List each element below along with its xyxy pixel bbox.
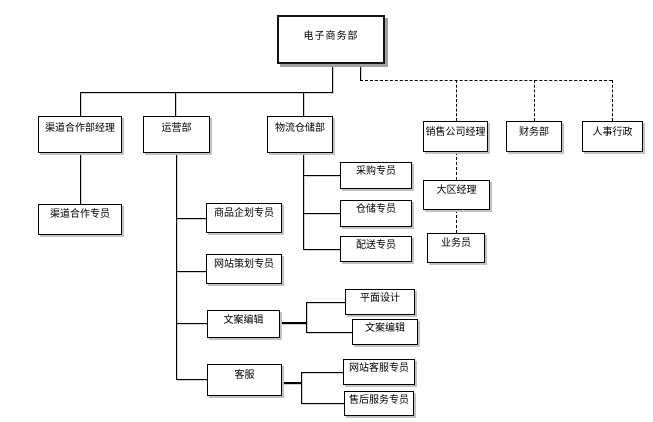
connector-drop-operations [175, 92, 176, 116]
node-label: 客服 [234, 370, 255, 381]
node-label: 渠道合作部经理 [45, 123, 115, 134]
node-delivery-specialist: 配送专员 [340, 236, 412, 262]
node-channel-coop-specialist: 渠道合作专员 [38, 204, 122, 235]
node-customer-service: 客服 [207, 364, 282, 396]
node-website-planning-specialist: 网站策划专员 [206, 254, 282, 284]
connector-branch-customer-service [176, 379, 207, 380]
node-copy-editor: 文案编辑 [352, 319, 418, 345]
connector-dashed-drop-sales-mgr [456, 80, 457, 121]
node-operations-dept: 运营部 [143, 116, 210, 153]
connector-root-drop [332, 64, 333, 92]
connector-root-drop-right [360, 64, 361, 80]
node-label: 配送专员 [356, 240, 396, 251]
node-ecommerce-dept: 电子商务部 [277, 15, 385, 64]
connector-dashed-drop-hr [612, 80, 613, 121]
connector-branch-web-planning [176, 271, 206, 272]
node-label: 电子商务部 [303, 31, 359, 42]
node-label: 仓储专员 [356, 204, 396, 215]
node-label: 大区经理 [436, 185, 477, 196]
connector-dashed-horizontal [360, 80, 612, 81]
node-channel-coop-manager: 渠道合作部经理 [38, 116, 122, 153]
node-label: 物流仓储部 [275, 123, 325, 134]
node-warehousing-specialist: 仓储专员 [340, 200, 412, 227]
connector-dashed-drop-finance [534, 80, 535, 121]
node-sales-company-manager: 销售公司经理 [423, 121, 488, 152]
node-label: 平面设计 [360, 293, 400, 304]
node-hr-admin-dept: 人事行政 [582, 121, 643, 152]
node-copywriting-editing: 文案编辑 [207, 310, 280, 338]
connector-dashed-regional-to-salesperson [456, 210, 457, 233]
connector-copywriting-stub [280, 322, 307, 324]
connector-main-horizontal [80, 92, 333, 93]
node-label: 文案编辑 [365, 323, 405, 334]
connector-drop-logistics [303, 92, 304, 116]
node-label: 网站客服专员 [349, 363, 409, 374]
connector-copywriting-spine [306, 302, 307, 333]
connector-branch-graphic-design [306, 302, 345, 303]
node-label: 销售公司经理 [425, 127, 486, 138]
node-purchasing-specialist: 采购专员 [340, 162, 412, 189]
node-label: 运营部 [161, 123, 192, 134]
connector-customer-service-spine [301, 372, 302, 404]
node-product-planning-specialist: 商品企划专员 [206, 203, 282, 233]
node-label: 渠道合作专员 [50, 209, 110, 220]
connector-dashed-sales-to-regional [456, 152, 457, 180]
connector-branch-copywriting [176, 323, 207, 324]
node-regional-manager: 大区经理 [423, 180, 490, 210]
node-label: 财务部 [519, 127, 549, 138]
connector-channel-mgr-to-spec [80, 153, 81, 204]
connector-drop-channel-mgr [80, 92, 81, 116]
node-label: 商品企划专员 [214, 208, 274, 219]
node-salesperson: 业务员 [427, 233, 485, 263]
node-label: 采购专员 [356, 166, 396, 177]
connector-branch-after-sales [301, 403, 344, 404]
node-label: 售后服务专员 [349, 395, 409, 406]
connector-customer-service-stub [282, 382, 302, 384]
connector-branch-web-cs [301, 372, 343, 373]
node-label: 业务员 [441, 238, 471, 249]
connector-branch-delivery [303, 249, 340, 250]
connector-branch-warehouse [303, 213, 340, 214]
node-logistics-warehouse-dept: 物流仓储部 [267, 116, 333, 153]
node-after-sales-specialist: 售后服务专员 [344, 391, 414, 416]
connector-branch-purchasing [303, 175, 340, 176]
node-label: 网站策划专员 [214, 259, 274, 270]
connector-branch-copy-editor [306, 332, 352, 333]
node-label: 文案编辑 [223, 315, 264, 326]
connector-branch-product-planning [176, 218, 206, 219]
connector-logistics-spine [303, 153, 304, 249]
node-graphic-design: 平面设计 [345, 289, 415, 315]
node-website-cs-specialist: 网站客服专员 [343, 359, 415, 385]
node-finance-dept: 财务部 [506, 121, 562, 152]
connector-operations-spine [176, 153, 177, 380]
node-label: 人事行政 [592, 127, 633, 138]
